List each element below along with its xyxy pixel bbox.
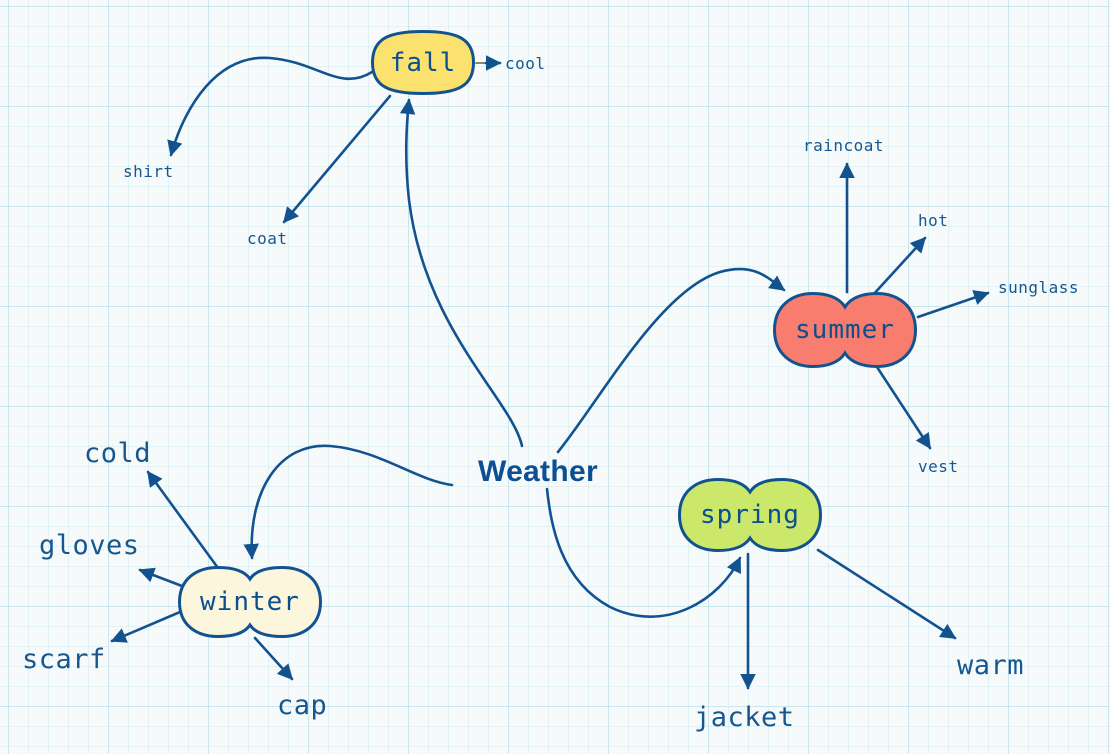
leaf-cool[interactable]: cool [505,54,546,73]
edge-weather-fall [399,98,524,448]
leaf-raincoat[interactable]: raincoat [803,136,885,155]
leaf-coat[interactable]: coat [247,229,288,248]
root-label[interactable]: Weather [478,455,598,488]
leaf-shirt[interactable]: shirt [123,162,174,181]
edge-weather-winter [243,444,454,560]
edge-summer-vest [873,362,932,450]
edge-fall-coat [282,94,392,224]
edge-weather-spring [545,487,742,618]
leaf-hot[interactable]: hot [918,211,949,230]
node-fall[interactable]: fall [370,29,476,96]
edge-weather-summer [556,267,786,454]
edge-winter-cap [253,636,294,681]
edge-fall-shirt [167,56,374,157]
leaf-sunglass[interactable]: sunglass [998,278,1080,297]
edge-winter-gloves [138,567,184,588]
leaf-cap[interactable]: cap [277,690,328,721]
node-summer[interactable]: summer [772,291,918,369]
edge-spring-warm [816,548,957,640]
leaf-warm[interactable]: warm [957,650,1025,681]
leaf-vest[interactable]: vest [918,457,959,476]
edge-winter-cold [146,470,220,570]
edge-summer-hot [870,236,927,298]
leaf-gloves[interactable]: gloves [39,530,140,561]
edge-winter-scarf [110,610,182,643]
leaf-jacket[interactable]: jacket [694,702,795,733]
leaf-cold[interactable]: cold [84,438,152,469]
node-winter[interactable]: winter [177,565,323,639]
node-spring[interactable]: spring [677,477,823,553]
edge-summer-sunglass [916,290,990,319]
leaf-scarf[interactable]: scarf [22,644,106,675]
